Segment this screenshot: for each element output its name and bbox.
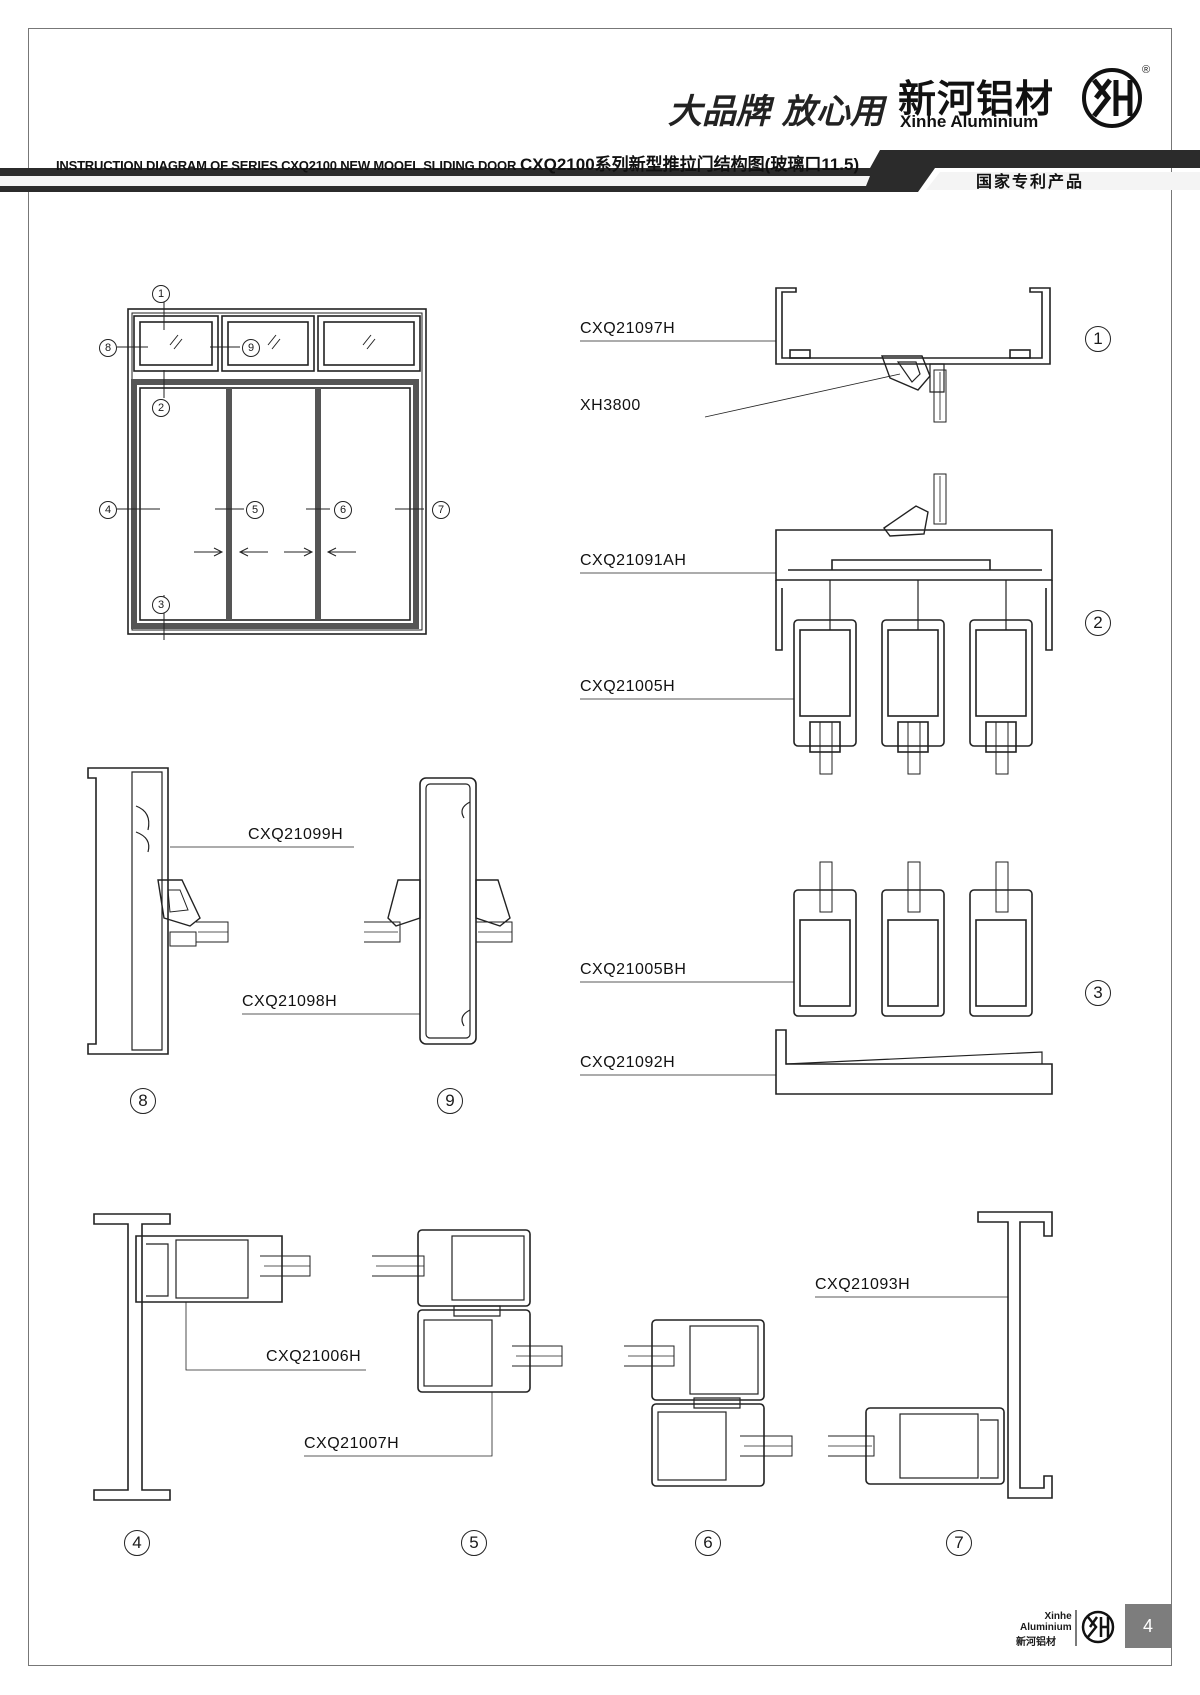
label-cxq21099h: CXQ21099H — [248, 826, 344, 843]
marker-6: 6 — [334, 501, 352, 519]
label-cxq21097h: CXQ21097H — [580, 320, 676, 337]
label-cxq21093h: CXQ21093H — [815, 1276, 911, 1293]
marker-9: 9 — [242, 339, 260, 357]
section-number-1: 1 — [1085, 326, 1111, 352]
section-9-drawing — [242, 777, 513, 1045]
section-1-drawing — [580, 287, 1051, 423]
marker-8: 8 — [99, 339, 117, 357]
label-cxq21098h: CXQ21098H — [242, 993, 338, 1010]
section-5-drawing — [304, 1229, 563, 1457]
footer-brand-en: Xinhe Aluminium — [1020, 1611, 1072, 1633]
section-4-drawing — [93, 1213, 366, 1501]
label-cxq21005h: CXQ21005H — [580, 678, 676, 695]
section-7-drawing — [815, 1211, 1053, 1499]
marker-2: 2 — [152, 399, 170, 417]
section-number-7: 7 — [946, 1530, 972, 1556]
footer-brand-en-line1: Xinhe — [1044, 1611, 1072, 1622]
footer-xh-logo-icon — [1081, 1610, 1115, 1644]
marker-1: 1 — [152, 285, 170, 303]
section-3-drawing — [580, 861, 1053, 1095]
page-number: 4 — [1125, 1604, 1171, 1648]
patent-tag: 国家专利产品 — [976, 174, 1085, 191]
slogan: 大品牌 放心用 — [668, 92, 884, 132]
label-cxq21007h: CXQ21007H — [304, 1435, 400, 1452]
section-2-drawing — [580, 473, 1053, 775]
label-xh3800: XH3800 — [580, 397, 641, 414]
label-cxq21091ah: CXQ21091AH — [580, 552, 687, 569]
footer-brand-cn: 新河铝材 — [1016, 1637, 1056, 1648]
title-english: INSTRUCTION DIAGRAM OF SERIES CXQ2100 NE… — [56, 158, 517, 173]
label-cxq21092h: CXQ21092H — [580, 1054, 676, 1071]
door-elevation — [117, 301, 427, 640]
section-8-drawing — [87, 767, 354, 1055]
registered-mark: ® — [1142, 64, 1151, 76]
marker-7: 7 — [432, 501, 450, 519]
section-number-3: 3 — [1085, 980, 1111, 1006]
section-number-5: 5 — [461, 1530, 487, 1556]
xh-logo-icon — [1082, 68, 1142, 128]
brand-name-en: Xinhe Aluminium — [900, 112, 1039, 131]
section-number-9: 9 — [437, 1088, 463, 1114]
marker-3: 3 — [152, 596, 170, 614]
section-number-2: 2 — [1085, 610, 1111, 636]
marker-4: 4 — [99, 501, 117, 519]
marker-5: 5 — [246, 501, 264, 519]
section-number-4: 4 — [124, 1530, 150, 1556]
section-number-6: 6 — [695, 1530, 721, 1556]
section-number-8: 8 — [130, 1088, 156, 1114]
page-frame — [28, 28, 1172, 1666]
brand-name-cn: 新河铝材 — [898, 79, 1055, 121]
label-cxq21006h: CXQ21006H — [266, 1348, 362, 1365]
label-cxq21005bh: CXQ21005BH — [580, 961, 687, 978]
section-6-drawing — [624, 1319, 793, 1487]
title-chinese: CXQ2100系列新型推拉门结构图(玻璃口11.5) — [520, 155, 860, 174]
footer-brand-en-line2: Aluminium — [1020, 1622, 1072, 1633]
